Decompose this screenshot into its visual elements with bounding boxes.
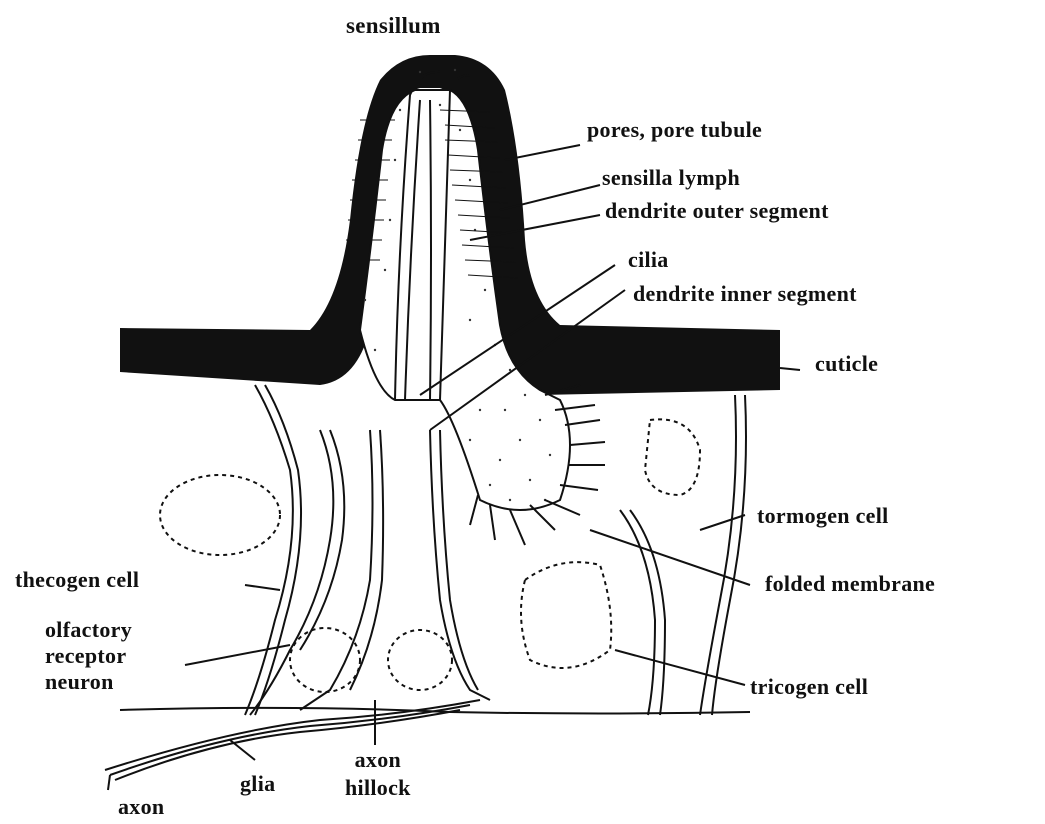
olfactory-receptor-neuron-label: olfactory receptor neuron (45, 618, 132, 694)
tricogen-cell-label: tricogen cell (750, 675, 868, 699)
sensilla-lymph-label: sensilla lymph (602, 166, 740, 190)
glia-label: glia (240, 772, 275, 796)
pores-label: pores, pore tubule (587, 118, 762, 142)
thecogen-cell-label: thecogen cell (15, 568, 139, 592)
dendrite-outer-segment-label: dendrite outer segment (605, 199, 829, 223)
axon-hillock-word-2: hillock (345, 776, 411, 800)
folded-membrane-label: folded membrane (765, 572, 935, 596)
receptor-word: receptor (45, 644, 132, 668)
axon-hillock-word-1: axon (345, 748, 411, 772)
dendrite-inner-segment-label: dendrite inner segment (633, 282, 857, 306)
cell-walls (120, 385, 750, 715)
olfactory-word: olfactory (45, 618, 132, 642)
cuticle-label: cuticle (815, 352, 878, 376)
title-label: sensillum (346, 14, 441, 38)
tormogen-cell-label: tormogen cell (757, 504, 889, 528)
axon-label: axon (118, 795, 164, 819)
axon-bundle (105, 700, 480, 780)
neuron-word: neuron (45, 670, 132, 694)
cilia-label: cilia (628, 248, 669, 272)
axon-hillock-label: axon hillock (345, 748, 411, 800)
